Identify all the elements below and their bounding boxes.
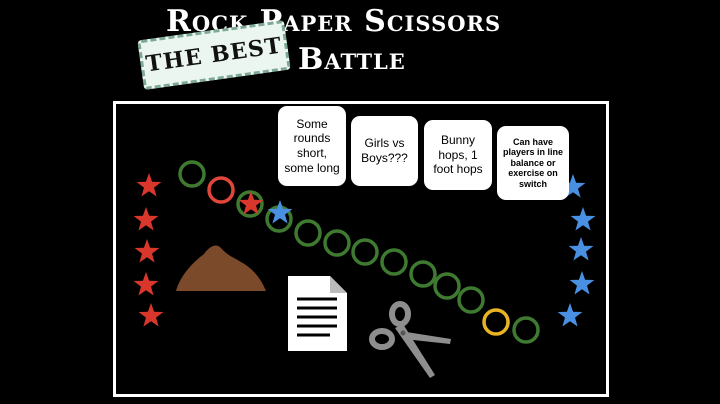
red-star-icon bbox=[136, 173, 162, 197]
path-circle bbox=[512, 316, 540, 344]
red-star-icon bbox=[133, 207, 159, 231]
paper-icon bbox=[288, 276, 347, 351]
blue-star-icon bbox=[557, 303, 583, 327]
scissors-icon bbox=[369, 301, 451, 378]
note-card-round-length: Some rounds short, some long bbox=[278, 106, 346, 186]
rock-icon bbox=[176, 245, 266, 291]
blue-star-icon bbox=[569, 271, 595, 295]
path-circle bbox=[351, 238, 379, 266]
red-star-icon bbox=[133, 272, 159, 296]
blue-star-icon bbox=[267, 200, 293, 224]
path-circle bbox=[236, 190, 264, 218]
path-circle-yellow bbox=[482, 308, 510, 336]
note-card-girls-vs-boys: Girls vs Boys??? bbox=[351, 116, 418, 186]
title-line-2: Battle bbox=[298, 42, 406, 77]
red-star-icon bbox=[134, 239, 160, 263]
blue-star-icon bbox=[570, 207, 596, 231]
path-circle bbox=[457, 286, 485, 314]
path-circle bbox=[409, 260, 437, 288]
note-card-text: Bunny hops, 1 foot hops bbox=[433, 133, 483, 177]
blue-star-icon bbox=[568, 237, 594, 261]
path-circle bbox=[433, 272, 461, 300]
note-card-text: Can have players in line balance or exer… bbox=[502, 137, 564, 189]
note-card-text: Some rounds short, some long bbox=[284, 116, 340, 175]
red-star-icon bbox=[138, 303, 164, 327]
note-card-hops: Bunny hops, 1 foot hops bbox=[424, 120, 492, 190]
path-circles bbox=[178, 160, 540, 344]
path-circle-red bbox=[207, 176, 235, 204]
path-circle bbox=[323, 229, 351, 257]
path-circle bbox=[178, 160, 206, 188]
path-circle bbox=[294, 219, 322, 247]
note-card-line-exercise: Can have players in line balance or exer… bbox=[497, 126, 569, 200]
game-board bbox=[113, 101, 609, 397]
note-card-text: Girls vs Boys??? bbox=[361, 136, 408, 165]
path-circle bbox=[380, 248, 408, 276]
red-team bbox=[133, 173, 164, 327]
